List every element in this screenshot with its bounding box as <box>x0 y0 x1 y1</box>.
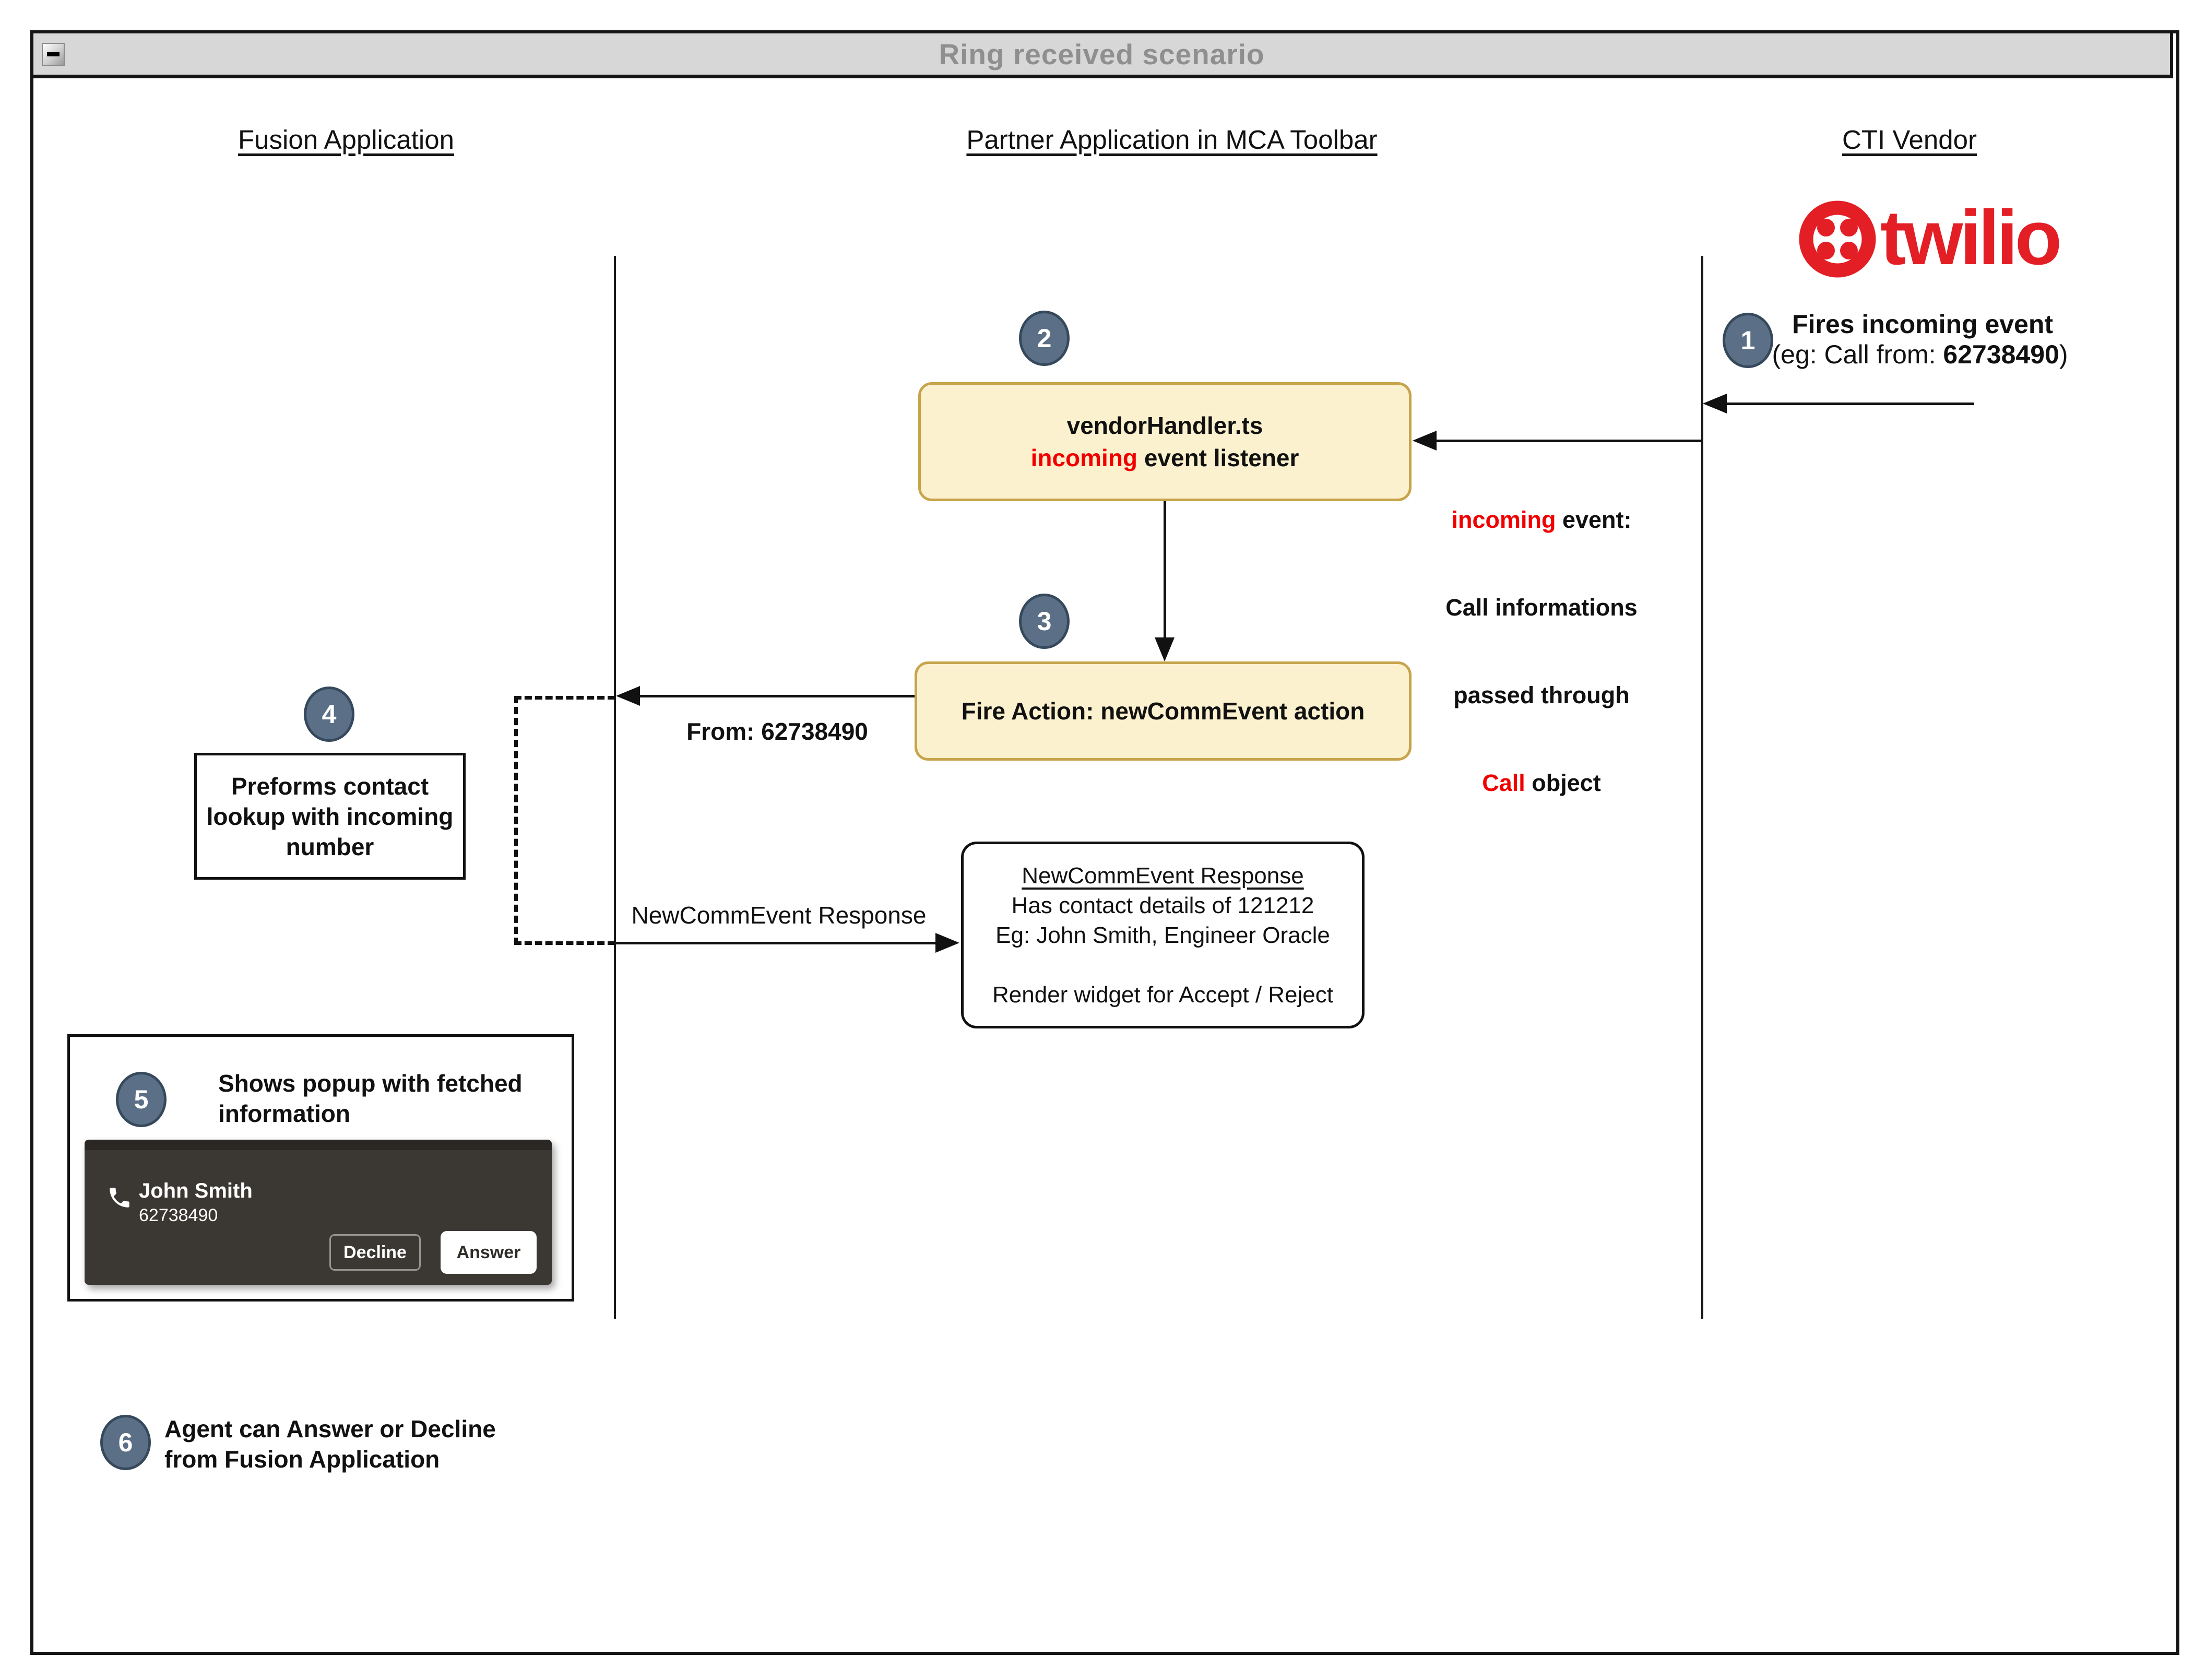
step-3-badge: 3 <box>1019 594 1070 649</box>
contact-lookup-line2: lookup with incoming <box>206 802 454 830</box>
arrow-handler-to-action-line <box>1164 501 1166 640</box>
step-1-line1: Fires incoming event <box>1792 310 2054 339</box>
minimize-button[interactable] <box>42 43 65 66</box>
minimize-icon <box>47 52 60 56</box>
vendor-handler-subtitle: incoming event listener <box>1030 444 1299 471</box>
decline-button[interactable]: Decline <box>329 1234 421 1271</box>
step-6-text: Agent can Answer or Decline from Fusion … <box>164 1414 496 1474</box>
column-header-partner: Partner Application in MCA Toolbar <box>966 125 1378 155</box>
vendor-handler-box: vendorHandler.ts incoming event listener <box>918 382 1412 501</box>
from-number-label: From: 62738490 <box>686 718 868 745</box>
arrow-incoming-event-head <box>1413 431 1437 451</box>
annotation-line-2: Call informations <box>1445 594 1638 621</box>
step-5-badge: 5 <box>116 1072 167 1127</box>
call-popup-header-strip <box>85 1140 552 1150</box>
activation-dashed-rect <box>514 696 615 945</box>
arrow-incoming-event-line <box>1430 440 1702 442</box>
caller-number: 62738490 <box>139 1205 218 1225</box>
response-box-title: NewCommEvent Response <box>1022 862 1304 889</box>
response-box-line2: Has contact details of 121212 <box>1011 892 1314 918</box>
divider-fusion-partner <box>614 256 616 1319</box>
vendor-handler-title: vendorHandler.ts <box>1066 412 1263 439</box>
contact-lookup-box: Preforms contact lookup with incoming nu… <box>194 753 466 880</box>
window-titlebar: Ring received scenario <box>30 30 2173 78</box>
arrow-from-number-head <box>616 686 640 706</box>
answer-button[interactable]: Answer <box>441 1231 537 1274</box>
arrow-from-number-line <box>631 695 915 697</box>
arrow-newcomm-response-line <box>616 942 936 944</box>
incoming-event-annotation: incoming event: Call informations passed… <box>1411 447 1672 827</box>
annotation-line-4: Call object <box>1482 770 1601 796</box>
step-4-badge: 4 <box>304 687 354 742</box>
arrow-fires-event-head <box>1703 394 1727 413</box>
arrow-newcomm-response-head <box>935 933 959 953</box>
newcomm-response-label: NewCommEvent Response <box>631 902 927 929</box>
step-6-line1: Agent can Answer or Decline <box>164 1415 496 1442</box>
step-5-text: Shows popup with fetched information <box>218 1070 523 1127</box>
arrow-handler-to-action-head <box>1155 637 1175 661</box>
phone-icon <box>106 1185 133 1211</box>
response-box-spacer <box>1159 950 1166 980</box>
window-title: Ring received scenario <box>939 38 1265 70</box>
call-popup: John Smith 62738490 Decline Answer <box>85 1140 552 1285</box>
annotation-line-1: incoming event: <box>1451 506 1632 533</box>
annotation-line-3: passed through <box>1453 682 1630 708</box>
divider-partner-cti <box>1701 256 1703 1319</box>
step-1-badge: 1 <box>1723 313 1773 368</box>
column-header-fusion: Fusion Application <box>238 125 454 155</box>
response-box-line3: Eg: John Smith, Engineer Oracle <box>995 922 1330 948</box>
step-2-badge: 2 <box>1019 311 1070 366</box>
column-header-cti: CTI Vendor <box>1842 125 1977 155</box>
arrow-fires-event-line <box>1717 403 1974 405</box>
twilio-wordmark: twilio <box>1880 197 2059 281</box>
caller-name: John Smith <box>139 1179 253 1202</box>
newcomm-response-box: NewCommEvent Response Has contact detail… <box>961 842 1365 1028</box>
response-box-line4: Render widget for Accept / Reject <box>992 981 1333 1008</box>
twilio-logo: twilio <box>1796 195 2098 281</box>
step-6-line2: from Fusion Application <box>164 1446 440 1473</box>
contact-lookup-line3: number <box>286 833 374 860</box>
contact-lookup-line1: Preforms contact <box>231 772 429 800</box>
step-1-line2: (eg: Call from: 62738490) <box>1772 340 2068 369</box>
step-6-badge: 6 <box>100 1415 151 1470</box>
fire-action-label: Fire Action: newCommEvent action <box>961 697 1365 725</box>
fire-action-box: Fire Action: newCommEvent action <box>915 661 1412 761</box>
